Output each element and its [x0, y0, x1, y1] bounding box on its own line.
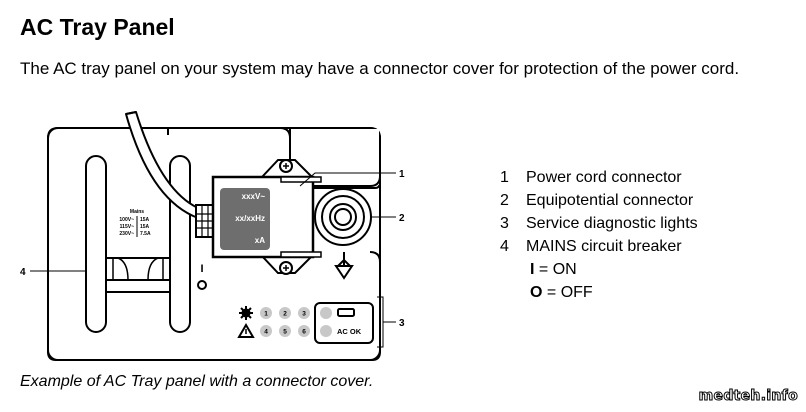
diag-light-3 — [298, 307, 310, 319]
legend-item-number: 2 — [500, 192, 509, 209]
gear-icon — [239, 306, 253, 320]
diag-light-4-label: 4 — [264, 329, 268, 336]
legend-item-number: 3 — [500, 215, 509, 232]
intro-paragraph: The AC tray panel on your system may hav… — [20, 59, 740, 78]
figure-caption: Example of AC Tray panel with a connecto… — [20, 373, 374, 390]
off-symbol: O — [530, 284, 543, 301]
battery-icon — [337, 308, 355, 317]
diag-light-5-label: 5 — [283, 329, 287, 336]
cover-current-label: xA — [255, 236, 265, 245]
callout-2: 2 — [371, 213, 405, 224]
legend-state-on: I = ON — [500, 258, 698, 281]
callout-1: 1 — [299, 169, 405, 187]
callout-4-label: 4 — [20, 267, 26, 278]
legend-state-off: O = OFF — [500, 281, 698, 304]
diag-light-6 — [298, 325, 310, 337]
mains-current-3: 7.5A — [140, 231, 151, 237]
ac-ok-label: AC OK — [337, 327, 362, 336]
legend-item: 1 Power cord connector — [500, 166, 698, 189]
equipotential-connector[interactable] — [313, 188, 372, 246]
mains-voltage-1: 100V~ — [119, 217, 134, 223]
on-text: = ON — [538, 261, 577, 278]
component-legend: 1 Power cord connector 2 Equipotential con… — [500, 166, 698, 304]
mains-voltage-2: 115V~ — [120, 224, 134, 230]
mains-current-1: 15A — [140, 217, 150, 223]
callout-3: 3 — [377, 296, 405, 348]
mains-circuit-breaker[interactable] — [105, 257, 171, 293]
callout-3-label: 3 — [399, 318, 405, 329]
cover-frequency-label: xx/xxHz — [235, 214, 265, 223]
legend-item-label: MAINS circuit breaker — [526, 238, 682, 255]
breaker-off-symbol — [197, 280, 207, 290]
breaker-slot-right — [169, 155, 191, 333]
power-cord-plug — [195, 204, 215, 238]
mains-current-2: 15A — [140, 224, 150, 230]
mains-rating-label: Mains 100V~ 15A 115V~ 15A 230V~ 7.5A — [119, 209, 151, 237]
callout-4: 4 — [20, 267, 86, 278]
diag-light-2 — [279, 307, 291, 319]
diag-light-4 — [260, 325, 272, 337]
off-text: = OFF — [546, 284, 593, 301]
mains-voltage-3: 230V~ — [119, 231, 134, 237]
ground-symbol-icon — [334, 252, 354, 280]
breaker-slot-left — [85, 155, 107, 333]
callout-2-label: 2 — [399, 213, 405, 224]
diag-light-5 — [279, 325, 291, 337]
page-title: AC Tray Panel — [20, 14, 175, 40]
breaker-on-symbol: I — [200, 263, 203, 275]
diag-light-6-label: 6 — [302, 329, 306, 336]
on-symbol: I — [530, 261, 535, 278]
legend-item-label: Equipotential connector — [526, 192, 694, 209]
warning-icon — [237, 323, 255, 338]
diag-light-3-label: 3 — [302, 311, 306, 318]
legend-item: 3 Service diagnostic lights — [500, 212, 698, 235]
power-cord-connector-cover[interactable]: xxxV~ xx/xxHz xA — [211, 175, 322, 259]
diag-light-1 — [260, 307, 272, 319]
legend-item: 4 MAINS circuit breaker — [500, 235, 698, 258]
callout-1-label: 1 — [399, 169, 405, 180]
diag-light-2-label: 2 — [283, 311, 287, 318]
service-diagnostic-lights: 1 2 3 4 5 6 AC OK — [237, 302, 374, 344]
legend-item-number: 4 — [500, 238, 509, 255]
ac-ok-indicator-box: AC OK — [314, 302, 374, 344]
mains-label-title: Mains — [130, 209, 144, 215]
watermark: medteh.info — [698, 388, 798, 405]
legend-item: 2 Equipotential connector — [500, 189, 698, 212]
legend-item-number: 1 — [500, 169, 509, 186]
ac-tray-diagram: Mains 100V~ 15A 115V~ 15A 230V~ 7.5A xxx… — [20, 111, 405, 361]
panel-frame — [47, 127, 381, 361]
legend-item-label: Power cord connector — [526, 169, 682, 186]
cover-voltage-label: xxxV~ — [242, 192, 266, 201]
legend-item-label: Service diagnostic lights — [526, 215, 698, 232]
diag-light-1-label: 1 — [264, 311, 268, 318]
cover-mount-bottom — [259, 255, 315, 275]
